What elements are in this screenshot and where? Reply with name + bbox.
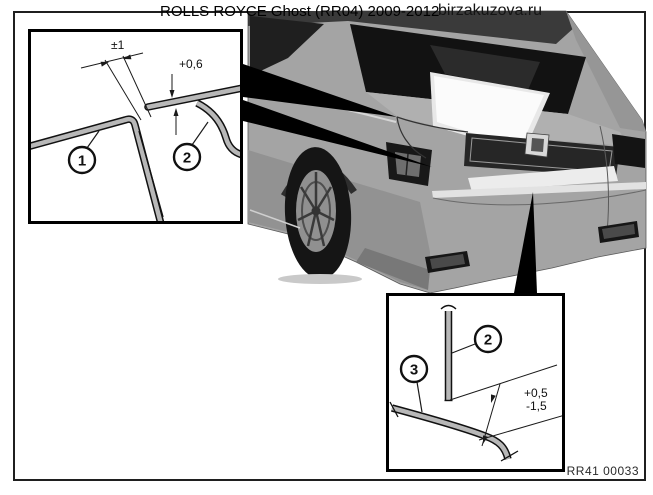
pointer-triangle-icon [514, 192, 537, 293]
page-title: ROLLS ROYCE Ghost (RR04) 2009-2012 [160, 3, 440, 20]
watermark-text: birzakuzova.ru [438, 2, 543, 19]
gap-cross-section-drawing: ±1 +0,6 1 2 [31, 38, 240, 221]
callout-2b-badge: 2 [473, 324, 503, 354]
svg-text:2: 2 [183, 150, 191, 167]
profile-lower-tolerance-label: -1,5 [526, 399, 547, 413]
svg-text:3: 3 [410, 362, 418, 379]
svg-text:1: 1 [78, 153, 86, 170]
detail-box-profile: +0,5 -1,5 2 3 [386, 293, 565, 472]
callout-1-badge: 1 [67, 145, 97, 175]
gap-tolerance-label: ±1 [111, 38, 125, 52]
pointer-wedge-lower-icon [243, 100, 432, 167]
svg-text:2: 2 [484, 332, 492, 349]
detail-box-gap: ±1 +0,6 1 2 [28, 29, 243, 224]
profile-upper-tolerance-label: +0,5 [524, 386, 548, 400]
callout-3-badge: 3 [399, 354, 429, 384]
pointer-wedge-upper-icon [243, 64, 397, 117]
car-body-group [247, 10, 647, 294]
drawing-number: RR41 00033 [566, 464, 639, 478]
flush-dimension-label: +0,6 [179, 57, 203, 71]
callout-2-badge: 2 [172, 142, 202, 172]
profile-section-drawing: +0,5 -1,5 2 3 [389, 304, 562, 462]
